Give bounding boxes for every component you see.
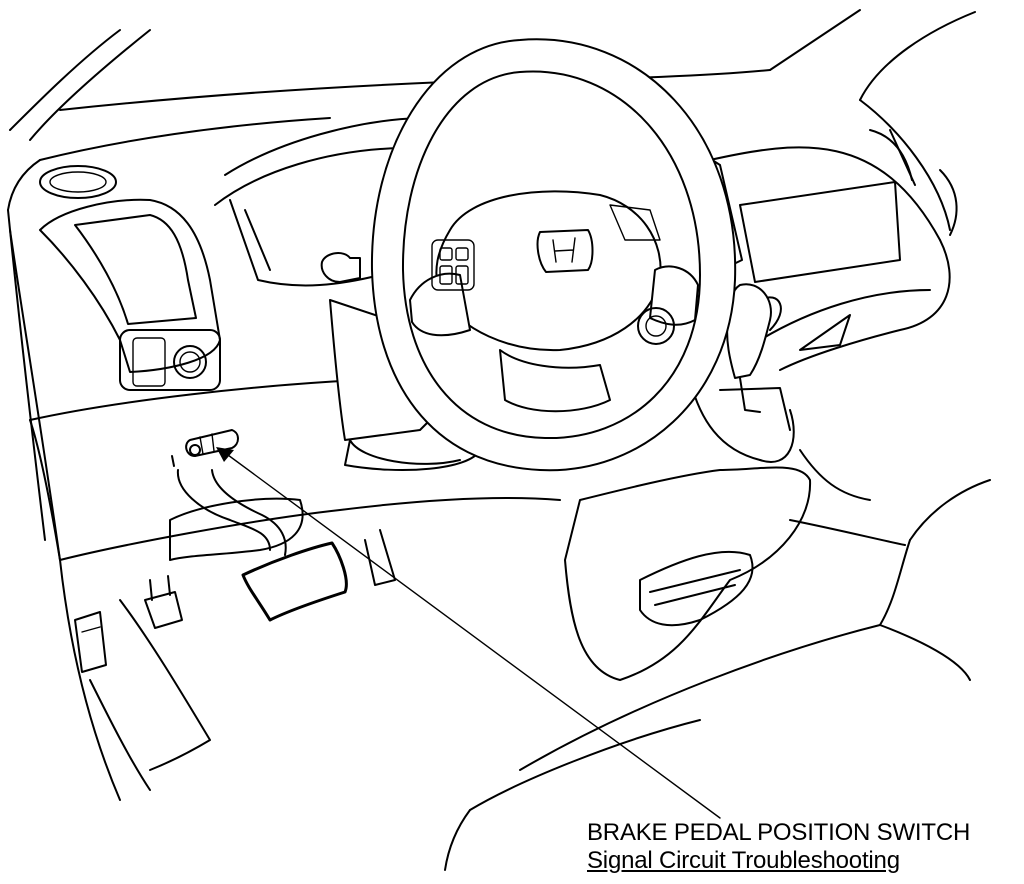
honda-emblem (536, 229, 594, 273)
lower-dash (29, 378, 561, 561)
brake-pedal-arm (171, 455, 287, 556)
brake-pedal (241, 541, 348, 622)
leader-line (216, 447, 721, 819)
component-label: BRAKE PEDAL POSITION SWITCH (587, 819, 971, 846)
left-dash-panel (39, 198, 221, 391)
troubleshooting-link[interactable]: Signal Circuit Troubleshooting (587, 847, 900, 874)
callout-caption: BRAKE PEDAL POSITION SWITCH Signal Circu… (587, 819, 1017, 875)
floor-pedals (74, 575, 211, 791)
seat-outline (444, 449, 991, 871)
left-door-frame (7, 29, 151, 801)
steering-wheel (370, 38, 737, 472)
center-console (564, 283, 812, 681)
left-air-vent (39, 165, 117, 199)
